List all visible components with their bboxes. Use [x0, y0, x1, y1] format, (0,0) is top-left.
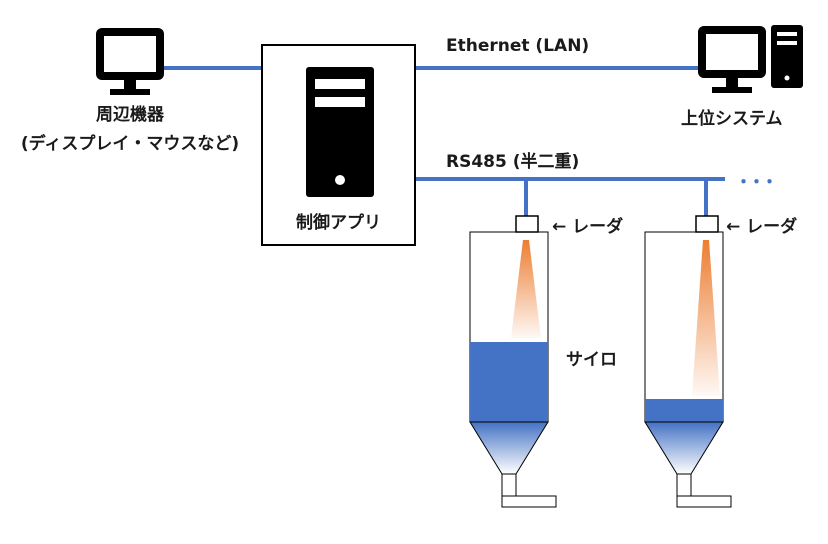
rs485-label: RS485 (半二重) [446, 152, 580, 172]
silo-2 [644, 215, 732, 508]
silo-2-beam [692, 240, 720, 396]
silo-1 [469, 215, 557, 508]
peripherals-label: 周辺機器 (ディスプレイ・マウスなど) [0, 100, 266, 154]
silo-1-discharge [501, 495, 557, 508]
silo-1-beam [511, 240, 541, 338]
silo-2-discharge [676, 495, 732, 508]
server-tower-icon [306, 67, 374, 197]
host-system-icon [698, 25, 803, 93]
monitor-icon [96, 28, 164, 95]
peripherals-label-line1: 周辺機器 [96, 105, 164, 125]
control-app-label: 制御アプリ [296, 213, 381, 233]
silo-2-outlet [676, 473, 692, 497]
silo-2-material [645, 399, 723, 422]
bus-continuation-ellipsis: ・・・ [735, 173, 778, 193]
radar-sensor-1 [515, 215, 539, 233]
silo-1-outlet [501, 473, 517, 497]
silo-1-cone [469, 421, 549, 475]
radar-sensor-2 [695, 215, 719, 233]
ethernet-label: Ethernet (LAN) [446, 36, 590, 56]
host-system-label: 上位システム [681, 109, 783, 129]
silo-label: サイロ [566, 350, 617, 370]
radar-label-1: ← レーダ [552, 217, 624, 237]
peripherals-label-line2: (ディスプレイ・マウスなど) [20, 134, 240, 154]
silo-2-cone [644, 421, 724, 475]
radar-label-2: ← レーダ [726, 217, 798, 237]
silo-1-material [470, 342, 548, 422]
connection-lines [162, 66, 725, 216]
